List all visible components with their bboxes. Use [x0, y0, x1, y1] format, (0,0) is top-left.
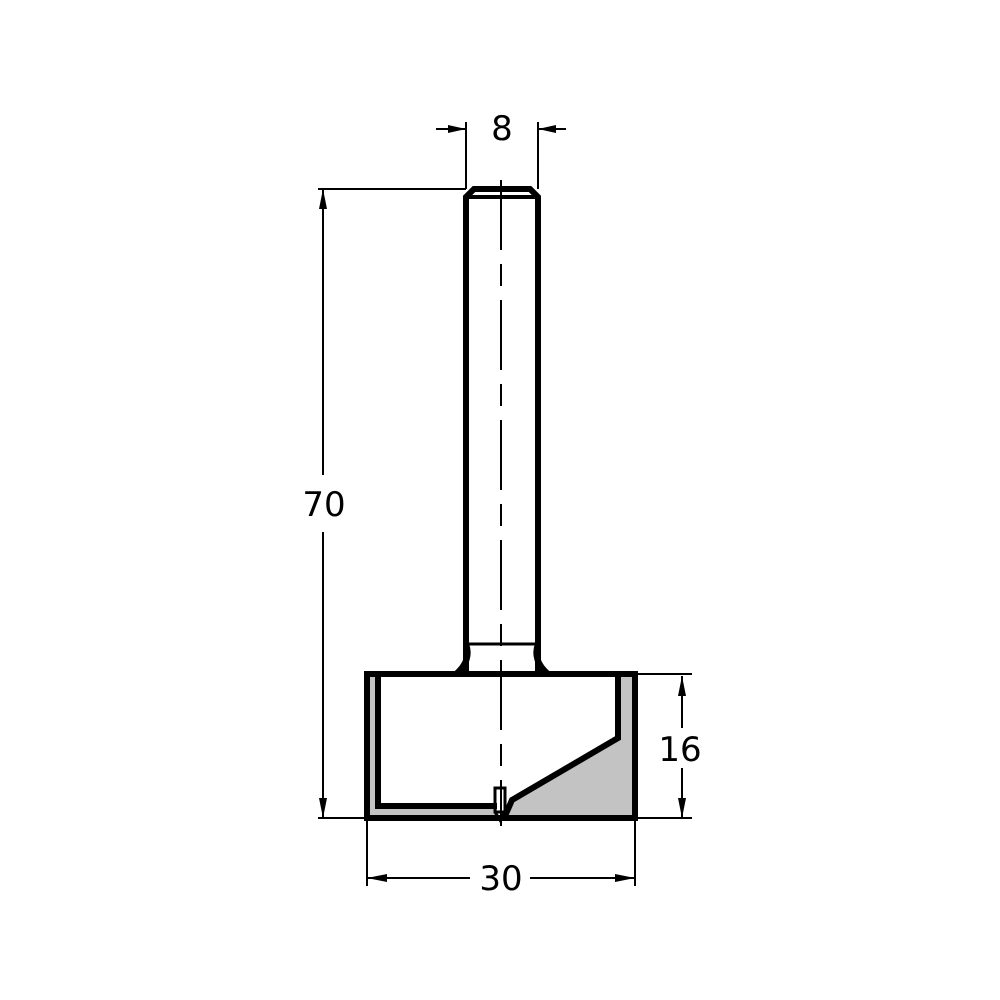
- dimension-cutting-diameter: 30: [366, 818, 636, 899]
- dimension-label-70: 70: [302, 485, 345, 525]
- dimension-label-8: 8: [491, 109, 513, 149]
- cutter-fill: [367, 676, 635, 818]
- dimension-shank-diameter: 8: [436, 109, 566, 189]
- dimension-overall-length: 70: [302, 188, 466, 819]
- dimension-label-16: 16: [658, 730, 701, 770]
- dimension-label-30: 30: [479, 859, 522, 899]
- dimension-cutting-height: 16: [635, 673, 702, 819]
